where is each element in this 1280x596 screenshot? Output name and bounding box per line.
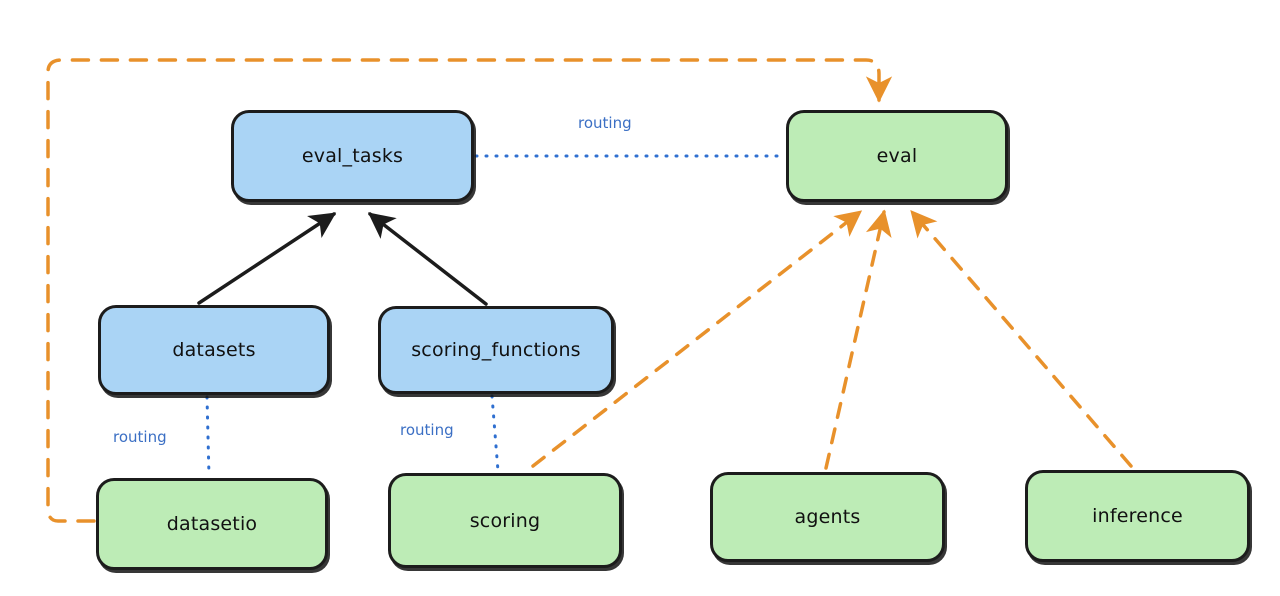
edge-scoring-functions-to-scoring (490, 394, 500, 473)
node-scoring-functions[interactable]: scoring_functions (378, 306, 614, 394)
node-datasets[interactable]: datasets (98, 305, 330, 395)
node-datasetio[interactable]: datasetio (96, 478, 328, 570)
edge-datasets-to-eval-tasks (197, 212, 337, 305)
edge-datasetio-to-eval (46, 58, 893, 523)
node-inference[interactable]: inference (1025, 470, 1250, 562)
edge-scoring-to-eval (531, 210, 863, 468)
node-eval-tasks[interactable]: eval_tasks (231, 110, 474, 202)
edge-label-routing-scoring-functions: routing (400, 421, 454, 439)
edge-datasets-to-datasetio (205, 395, 211, 478)
node-eval[interactable]: eval (786, 110, 1008, 202)
node-agents[interactable]: agents (710, 472, 945, 562)
edge-agents-to-eval (824, 209, 892, 470)
node-scoring[interactable]: scoring (388, 473, 622, 568)
edge-label-routing-eval-tasks: routing (578, 114, 632, 132)
edge-label-routing-datasets: routing (113, 428, 167, 446)
edge-scoring-functions-to-eval-tasks (367, 212, 488, 306)
edge-inference-to-eval (910, 210, 1133, 468)
